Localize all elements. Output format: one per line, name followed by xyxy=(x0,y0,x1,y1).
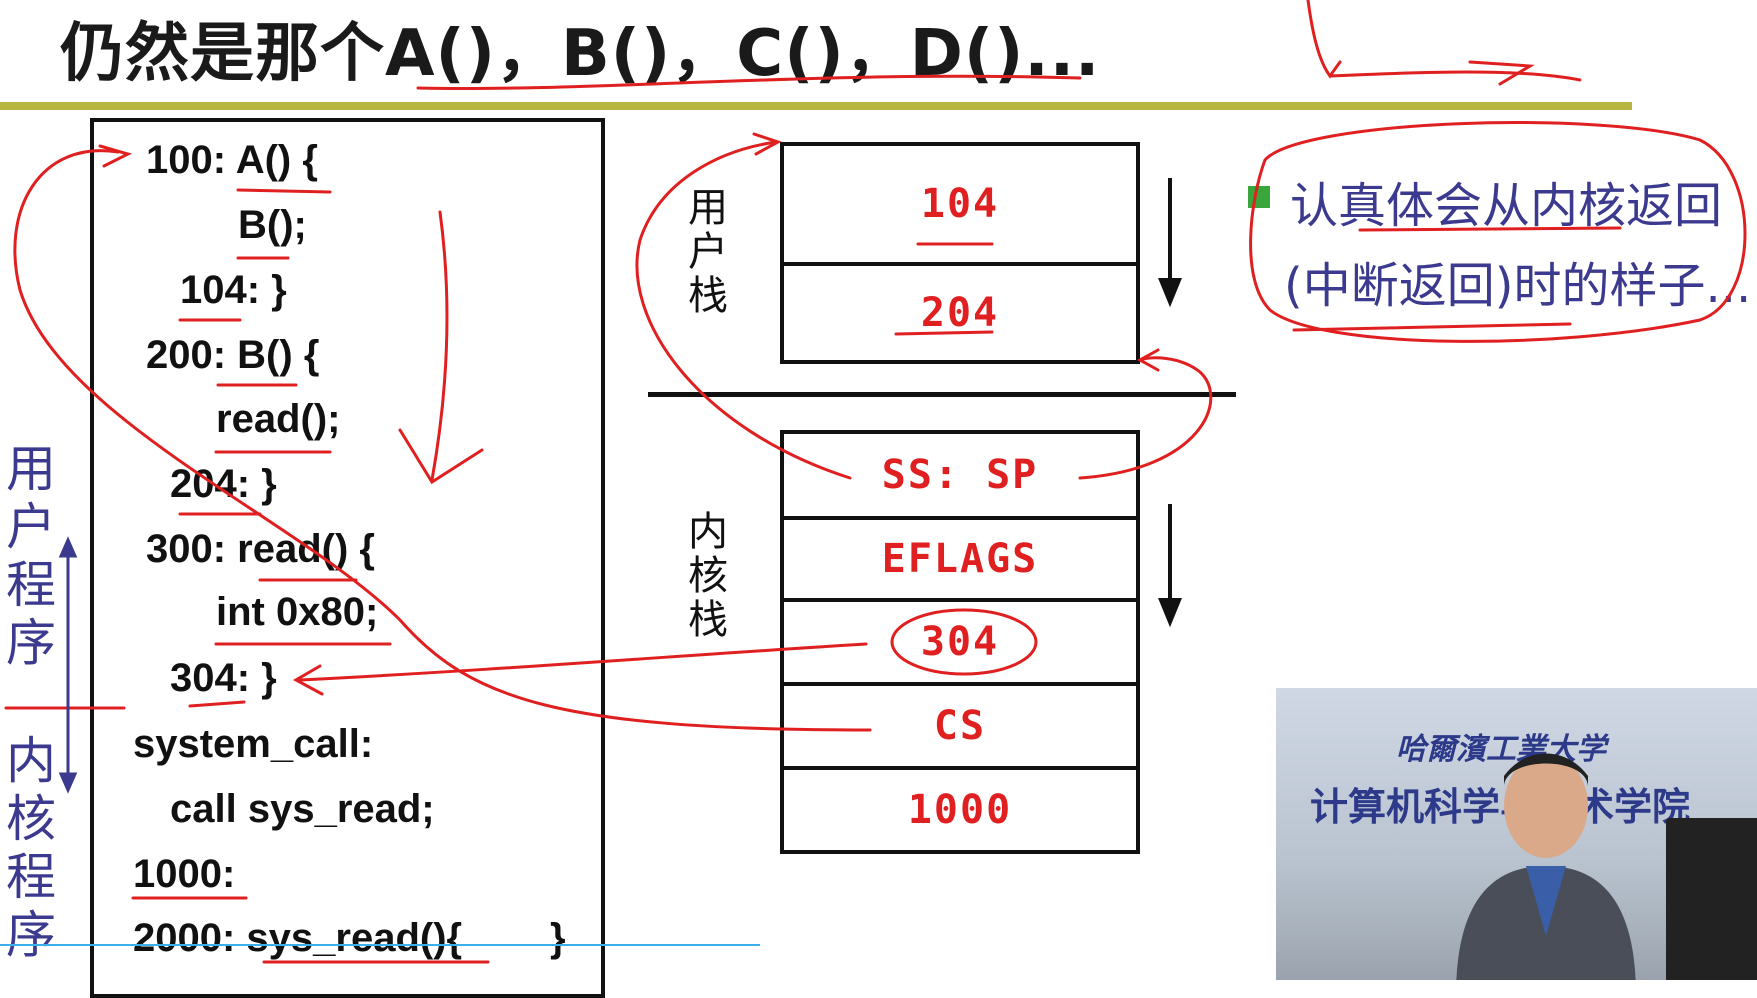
code-line: 204: } xyxy=(170,462,277,506)
annotation-stroke xyxy=(1468,60,1535,86)
school-name-text: 计算机科学与技术学院 xyxy=(1310,785,1691,829)
code-line: read(); xyxy=(216,397,341,441)
monitor-shape xyxy=(1666,818,1757,980)
annotation-stroke xyxy=(752,132,782,156)
note-line-2: (中断返回)时的样子... xyxy=(1284,258,1752,314)
kernel-stack-label: 内核栈 xyxy=(688,509,728,643)
code-line: 200: B() { xyxy=(146,333,320,377)
code-line: 100: A() { xyxy=(146,138,318,182)
lecturer-video-overlay: 哈爾濱工業大学 计算机科学与技术学院 xyxy=(1276,688,1757,980)
program-boundary-arrow xyxy=(58,536,78,558)
kernel-stack-cell: 304 xyxy=(780,598,1140,686)
code-line: call sys_read; xyxy=(170,787,435,831)
annotation-stroke xyxy=(1306,0,1342,79)
code-line: B(); xyxy=(238,203,307,247)
annotation-stroke xyxy=(1292,322,1572,332)
code-line: 304: } xyxy=(170,656,277,700)
code-line: 104: } xyxy=(180,268,287,312)
user-stack-cell: 104 xyxy=(780,142,1140,266)
kernel-program-label: 内核程序 xyxy=(6,732,56,964)
note-bullet-icon xyxy=(1248,186,1270,208)
kernel-stack-cell: EFLAGS xyxy=(780,516,1140,602)
user-stack-cell: 204 xyxy=(780,262,1140,364)
code-line: system_call: xyxy=(133,722,374,766)
kernel-stack-cell: 1000 xyxy=(780,766,1140,854)
stack-direction-arrow xyxy=(1158,278,1182,308)
user-program-label: 用户程序 xyxy=(6,440,56,672)
code-line-closing-brace: } xyxy=(550,916,566,960)
lecturer-figure xyxy=(1456,753,1636,980)
annotation-stroke xyxy=(1328,70,1582,82)
stack-direction-arrow xyxy=(1158,598,1182,628)
program-boundary-arrow xyxy=(58,772,78,794)
title-underline-bar xyxy=(0,102,1632,110)
kernel-stack-cell: CS xyxy=(780,682,1140,770)
user-stack-label: 用户栈 xyxy=(688,185,728,319)
annotation-stroke xyxy=(1136,348,1160,372)
note-line-1: 认真体会从内核返回 xyxy=(1290,178,1723,234)
user-kernel-divider xyxy=(648,392,1236,397)
progress-line xyxy=(0,944,760,946)
code-line: 1000: xyxy=(133,852,236,896)
code-line: 300: read() { xyxy=(146,527,375,571)
kernel-stack-cell: SS: SP xyxy=(780,430,1140,520)
slide-title: 仍然是那个A()，B()，C()，D()... xyxy=(60,17,1101,91)
code-line: int 0x80; xyxy=(216,590,379,634)
code-line: 2000: sys_read(){ xyxy=(133,916,463,960)
